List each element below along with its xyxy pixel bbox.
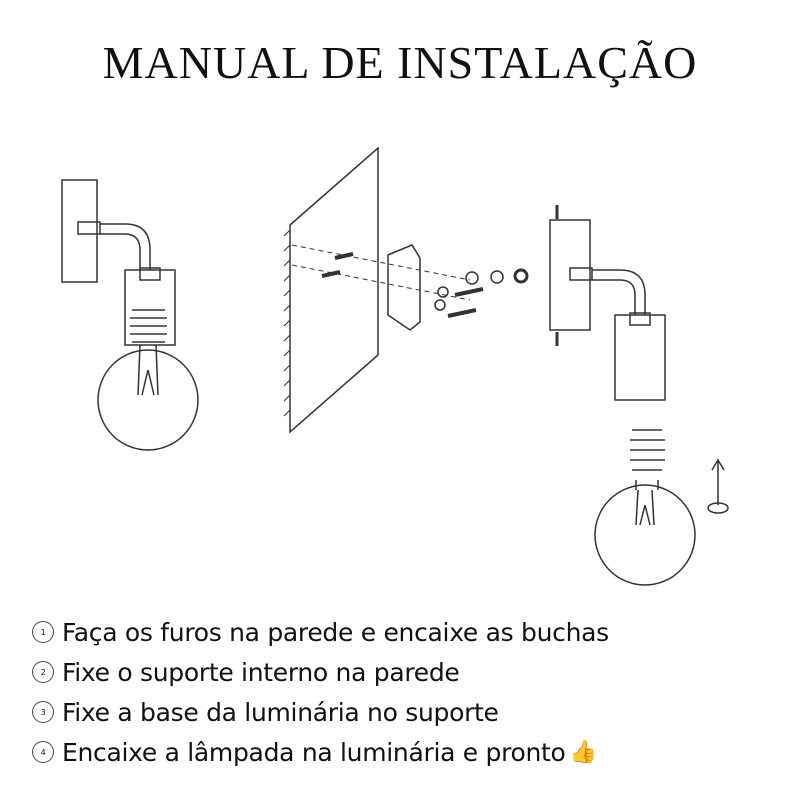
step-text: Faça os furos na parede e encaixe as buc… <box>62 617 609 647</box>
step-number: 2 <box>32 661 54 683</box>
step-number: 3 <box>32 701 54 723</box>
bulb-thread <box>130 309 167 343</box>
mounting-bracket <box>387 244 421 331</box>
step-text: Fixe o suporte interno na parede <box>62 657 460 687</box>
bulb <box>97 349 199 451</box>
step-2: 2 Fixe o suporte interno na parede <box>32 652 609 692</box>
instruction-list: 1 Faça os furos na parede e encaixe as b… <box>32 612 609 772</box>
wall-illustration <box>283 146 529 434</box>
bulb <box>594 484 696 586</box>
up-arrow-icon <box>711 458 725 505</box>
washer <box>465 271 479 285</box>
screws <box>447 287 484 318</box>
thumbs-up-icon: 👍 <box>569 739 597 765</box>
installation-diagram <box>61 146 729 586</box>
step-text: Encaixe a lâmpada na luminária e pronto <box>62 737 566 767</box>
socket-housing <box>124 269 176 346</box>
page-title: MANUAL DE INSTALAÇÃO <box>102 37 698 88</box>
guide-lines <box>291 244 471 301</box>
arm-collar <box>77 221 101 235</box>
step-number: 1 <box>32 621 54 643</box>
lamp-arm <box>100 223 151 270</box>
step-4: 4 Encaixe a lâmpada na luminária e pront… <box>32 732 609 772</box>
assembled-lamp-illustration <box>61 179 199 451</box>
bulb-thread <box>630 429 665 490</box>
step-3: 3 Fixe a base da luminária no suporte <box>32 692 609 732</box>
exploded-lamp-illustration <box>549 205 729 586</box>
step-number: 4 <box>32 741 54 763</box>
step-1: 1 Faça os furos na parede e encaixe as b… <box>32 612 609 652</box>
base-plate <box>549 219 591 331</box>
wall-plugs <box>321 252 354 278</box>
rotate-icon <box>707 502 729 514</box>
step-text: Fixe a base da luminária no suporte <box>62 697 499 727</box>
wall-plate <box>61 179 98 283</box>
socket-housing <box>614 314 666 401</box>
